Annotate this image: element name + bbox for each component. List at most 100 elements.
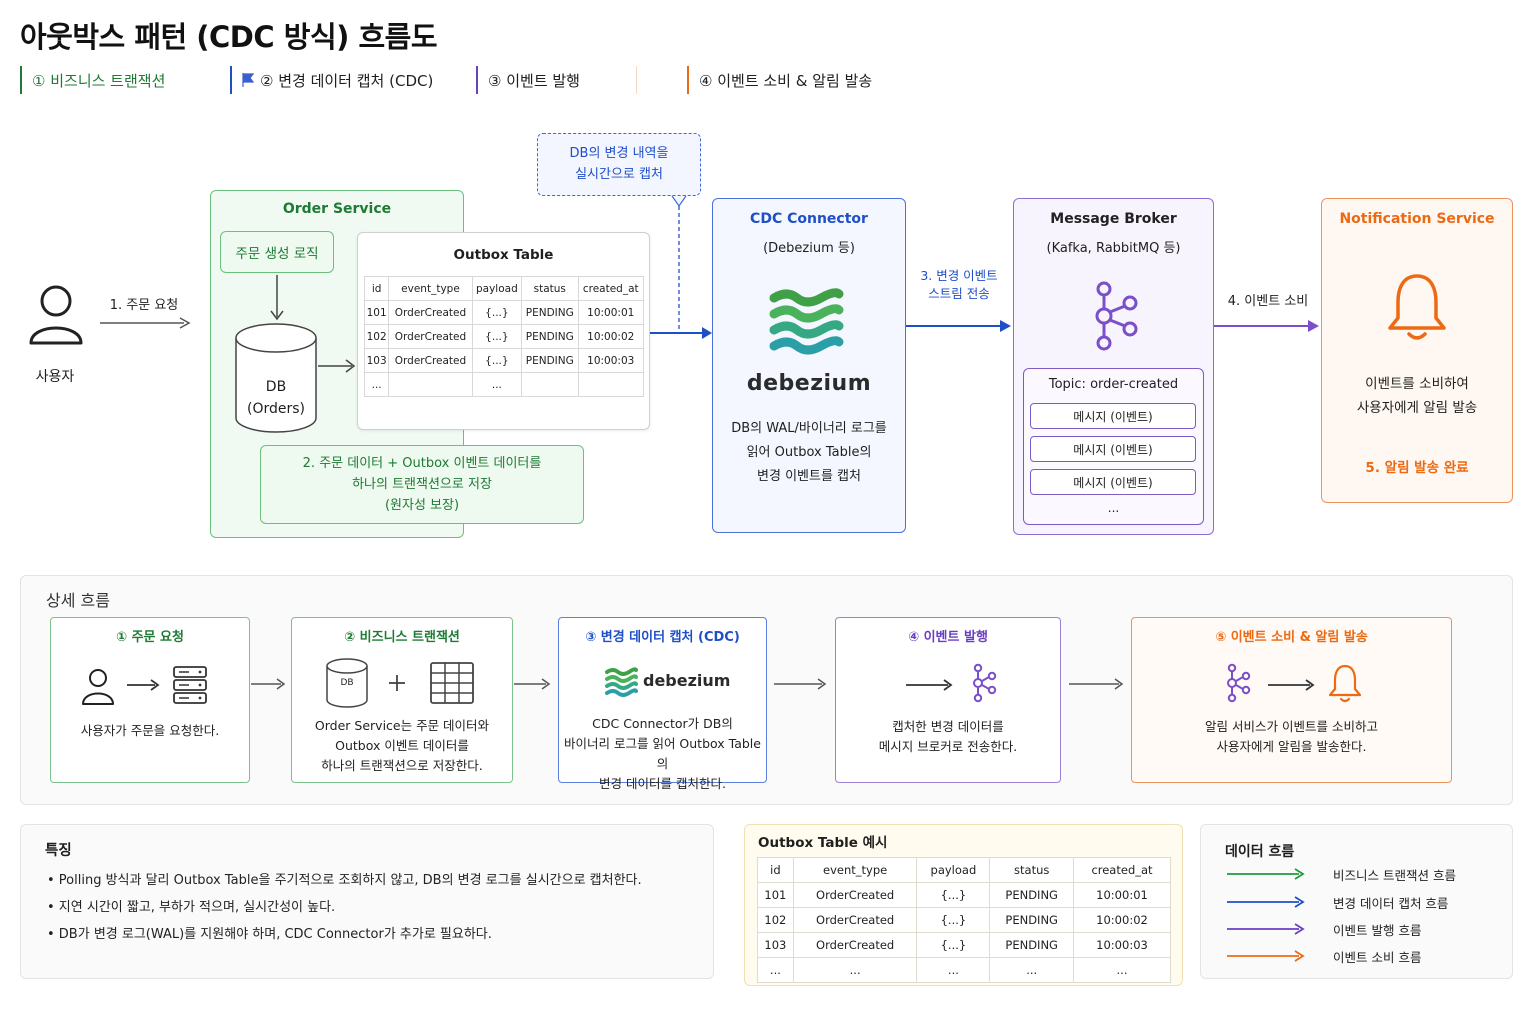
logic-to-db-arrow: [270, 275, 284, 321]
transaction-note: 2. 주문 데이터 + Outbox 이벤트 데이터를 하나의 트랜잭션으로 저…: [260, 445, 584, 524]
legend-business-transaction: ① 비즈니스 트랜잭션: [20, 66, 165, 94]
table-row: 102 OrderCreated {...} PENDING 10:00:02: [757, 907, 1171, 933]
step-1-text: 사용자가 주문을 요청한다.: [80, 723, 220, 738]
table-cell: {...}: [916, 932, 991, 958]
cdc-desc-line1: DB의 WAL/바이너리 로그를: [731, 421, 887, 436]
table-cell: 101: [757, 882, 794, 908]
outbox-table-header: event_type: [388, 276, 473, 301]
cdc-connector-subtitle: (Debezium 등): [763, 241, 855, 256]
table-cell: {...}: [471, 300, 523, 325]
table-cell: PENDING: [989, 907, 1074, 933]
flag-icon: [242, 73, 255, 87]
db-label: DB (Orders): [234, 376, 318, 420]
arrow-right-icon: [1268, 679, 1315, 691]
detail-step-3: ③ 변경 데이터 캡처 (CDC) debezium CDC Connector…: [558, 617, 767, 791]
step-5-title: ⑤ 이벤트 소비 & 알림 발송: [1215, 630, 1368, 645]
table-cell: 101: [363, 300, 390, 325]
data-flow-title: 데이터 흐름: [1225, 844, 1295, 860]
detail-arrow-3: [774, 678, 827, 690]
notification-service-title: Notification Service: [1339, 211, 1495, 227]
data-flow-legend: 데이터 흐름 비즈니스 트랜잭션 흐름 변경 데이터 캡처 흐름 이벤트 발행 …: [1200, 824, 1513, 979]
data-flow-label: 이벤트 소비 흐름: [1333, 950, 1422, 965]
table-cell: PENDING: [521, 324, 579, 349]
table-cell: ...: [916, 957, 991, 983]
features-section: 특징 • Polling 방식과 달리 Outbox Table을 주기적으로 …: [20, 824, 714, 979]
step-2-line1: Order Service는 주문 데이터와: [314, 718, 490, 733]
table-cell: OrderCreated: [388, 348, 473, 373]
table-cell: 10:00:03: [577, 348, 644, 373]
business-flow-arrow: [1227, 868, 1305, 880]
table-cell: [388, 372, 473, 397]
topic-box: Topic: order-created 메시지 (이벤트) 메시지 (이벤트)…: [1023, 368, 1204, 525]
table-row: 101 OrderCreated {...} PENDING 10:00:01: [363, 300, 644, 325]
step-5-line2: 사용자에게 알림을 발송한다.: [1216, 739, 1367, 754]
order-logic-box: 주문 생성 로직: [220, 231, 334, 273]
table-cell: 10:00:01: [1073, 882, 1171, 908]
step-4-line2: 메시지 브로커로 전송한다.: [878, 739, 1018, 754]
data-flow-label: 이벤트 발행 흐름: [1333, 923, 1422, 938]
user-icon: [29, 285, 83, 345]
table-cell: 10:00:02: [577, 324, 644, 349]
table-cell: 10:00:03: [1073, 932, 1171, 958]
table-cell: OrderCreated: [792, 907, 918, 933]
kafka-icon: [1095, 281, 1138, 351]
db-label-line2: (Orders): [246, 401, 305, 417]
features-title: 특징: [45, 843, 72, 859]
step-4-title: ④ 이벤트 발행: [908, 630, 988, 645]
detail-step-2: ② 비즈니스 트랜잭션 DB Order Service는 주문 데이터와 Ou…: [291, 617, 513, 783]
table-row: 101 OrderCreated {...} PENDING 10:00:01: [757, 882, 1171, 908]
outbox-example-table: id event_type payload status created_at …: [757, 857, 1171, 983]
table-cell: 102: [363, 324, 390, 349]
table-cell: {...}: [916, 882, 991, 908]
arrow-right-icon: [127, 679, 160, 691]
step-3-text: CDC Connector가 DB의 바이너리 로그를 읽어 Outbox Ta…: [559, 714, 766, 794]
cdc-connector-title: CDC Connector: [750, 211, 868, 227]
table-cell: OrderCreated: [388, 324, 473, 349]
cdc-desc-line3: 변경 이벤트를 캡처: [757, 469, 861, 484]
user-icon: [82, 669, 114, 705]
table-cell: {...}: [471, 324, 523, 349]
table-cell: PENDING: [521, 300, 579, 325]
kafka-icon: [1227, 663, 1251, 703]
publish-flow-arrow: [1227, 923, 1305, 935]
step-1-title: ① 주문 요청: [116, 630, 184, 645]
legend-cdc: ② 변경 데이터 캡처 (CDC): [230, 66, 433, 94]
table-header: payload: [916, 857, 991, 883]
legend-event-consume: ④ 이벤트 소비 & 알림 발송: [687, 66, 872, 94]
step-4-line1: 캡처한 변경 데이터를: [892, 719, 1004, 734]
debezium-logo-text: debezium: [746, 371, 872, 396]
stream-label-line2: 스트림 전송: [928, 286, 990, 301]
features-list: • Polling 방식과 달리 Outbox Table을 주기적으로 조회하…: [47, 867, 642, 948]
step-5-line1: 알림 서비스가 이벤트를 소비하고: [1205, 719, 1378, 734]
table-cell: ...: [757, 957, 794, 983]
table-cell: {...}: [916, 907, 991, 933]
cdc-connector-box: [712, 198, 906, 533]
cdc-connector-desc: DB의 WAL/바이너리 로그를 읽어 Outbox Table의 변경 이벤트…: [712, 417, 906, 489]
notification-service-box: [1321, 198, 1513, 503]
debezium-logo-icon: [605, 667, 638, 697]
stream-arrow: [906, 320, 1011, 332]
detail-step-5: ⑤ 이벤트 소비 & 알림 발송 알림 서비스가 이벤트를 소비하고 사용자에게…: [1131, 617, 1452, 783]
step-2-line3: 하나의 트랜잭션으로 저장한다.: [321, 758, 483, 773]
order-request-arrow: [100, 317, 191, 329]
table-cell: ...: [1073, 957, 1171, 983]
table-row: 102 OrderCreated {...} PENDING 10:00:02: [363, 324, 644, 349]
step-4-text: 캡처한 변경 데이터를 메시지 브로커로 전송한다.: [836, 717, 1060, 757]
table-cell: [577, 372, 644, 397]
stream-label: 3. 변경 이벤트 스트림 전송: [908, 267, 1010, 303]
legend-label-3: ③ 이벤트 발행: [488, 71, 580, 90]
outbox-example-header-row: id event_type payload status created_at: [757, 857, 1171, 883]
db-cylinder-icon: [326, 658, 368, 708]
outbox-table-card: Outbox Table id event_type payload statu…: [357, 232, 650, 430]
table-cell: OrderCreated: [792, 932, 918, 958]
step-3-line2: 바이너리 로그를 읽어 Outbox Table의: [564, 736, 761, 771]
cdc-callout: DB의 변경 내역을 실시간으로 캡처: [537, 133, 701, 196]
transaction-note-line2: 하나의 트랜잭션으로 저장: [352, 477, 492, 492]
detail-step-1: ① 주문 요청 사용자가 주문을 요청한다.: [50, 617, 250, 783]
outbox-table-header-row: id event_type payload status created_at: [363, 276, 644, 301]
notification-desc: 이벤트를 소비하여 사용자에게 알림 발송: [1321, 372, 1513, 420]
cdc-callout-line1: DB의 변경 내역을: [569, 146, 669, 161]
table-cell: OrderCreated: [792, 882, 918, 908]
step-2-text: Order Service는 주문 데이터와 Outbox 이벤트 데이터를 하…: [292, 716, 512, 776]
debezium-logo-icon: [769, 288, 844, 355]
